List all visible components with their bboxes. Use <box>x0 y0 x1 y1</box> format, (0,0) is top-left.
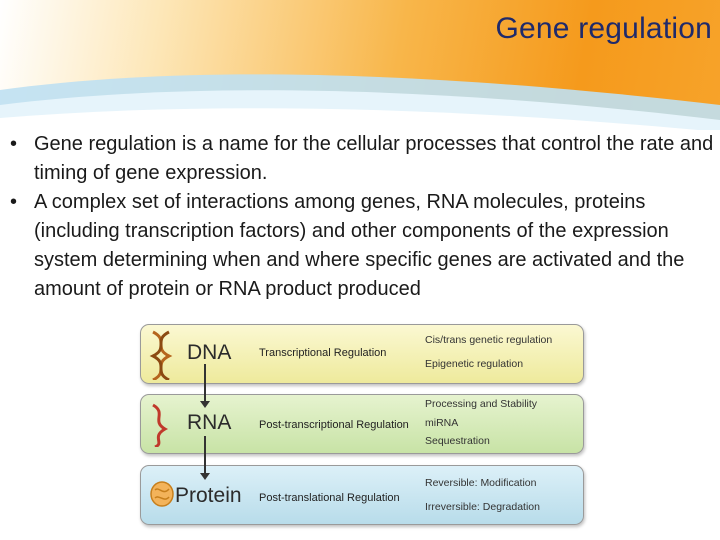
bullet-item: • A complex set of interactions among ge… <box>10 188 715 304</box>
protein-label: Protein <box>175 484 242 507</box>
rna-level-band: RNA Post-transcriptional Regulation Proc… <box>140 394 584 454</box>
bullet-item: • Gene regulation is a name for the cell… <box>10 130 715 188</box>
protein-detail-1: Reversible: Modification <box>425 477 537 489</box>
protein-detail-2: Irreversible: Degradation <box>425 501 540 513</box>
dna-detail-1: Cis/trans genetic regulation <box>425 334 553 346</box>
rna-detail-3: Sequestration <box>425 435 490 447</box>
rna-strand-icon <box>152 403 169 447</box>
dna-level-band: DNA Transcriptional Regulation Cis/trans… <box>140 324 584 384</box>
bullet-list: • Gene regulation is a name for the cell… <box>10 130 715 304</box>
bullet-text: A complex set of interactions among gene… <box>34 191 685 300</box>
protein-blob-icon <box>150 481 174 507</box>
rna-label: RNA <box>187 411 232 434</box>
post-transcriptional-regulation-label: Post-transcriptional Regulation <box>259 419 409 431</box>
bullet-text: Gene regulation is a name for the cellul… <box>34 133 714 184</box>
dna-label: DNA <box>187 341 232 364</box>
dna-to-rna-arrow <box>200 364 210 408</box>
dna-helix-icon <box>149 330 173 380</box>
post-translational-regulation-label: Post-translational Regulation <box>259 492 400 504</box>
bullet-marker: • <box>10 191 18 213</box>
protein-level-band: Protein Post-translational Regulation Re… <box>140 465 584 525</box>
bullet-marker: • <box>10 133 18 155</box>
rna-to-protein-arrow <box>200 436 210 480</box>
rna-detail-1: Processing and Stability <box>425 398 538 410</box>
header-banner: Gene regulation <box>0 0 720 130</box>
slide-title: Gene regulation <box>495 12 712 45</box>
gene-regulation-diagram: DNA Transcriptional Regulation Cis/trans… <box>136 320 586 530</box>
header-wave-decoration <box>0 74 720 130</box>
dna-detail-2: Epigenetic regulation <box>425 358 524 370</box>
transcriptional-regulation-label: Transcriptional Regulation <box>259 347 387 359</box>
rna-detail-2: miRNA <box>425 417 459 429</box>
